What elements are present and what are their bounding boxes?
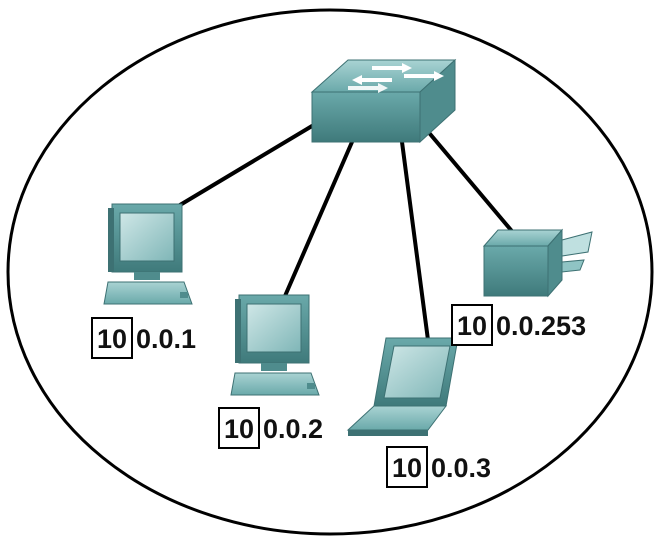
- desktop-computer-icon: [103, 203, 193, 305]
- printer-icon: [482, 228, 593, 298]
- host-portion: 0.0.2: [263, 414, 323, 444]
- network-boundary: [6, 8, 654, 536]
- host-portion: 0.0.253: [496, 311, 586, 341]
- ip-label-3: 10 0.0.3: [386, 446, 491, 488]
- network-portion-box: [218, 407, 260, 449]
- link-to-pc-1: [173, 124, 314, 210]
- network-portion: 10: [392, 453, 422, 483]
- network-portion: 10: [97, 324, 127, 354]
- link-to-laptop: [400, 140, 430, 342]
- ip-label-4: 10 0.0.253: [451, 304, 586, 346]
- host-portion: 0.0.1: [136, 324, 196, 354]
- laptop-icon: [346, 337, 459, 436]
- network-portion-box: [91, 317, 133, 359]
- network-portion-box: [386, 446, 428, 488]
- ip-label-1: 10 0.0.1: [91, 317, 196, 359]
- desktop-computer-icon: [230, 294, 320, 396]
- link-to-pc-2: [283, 140, 354, 298]
- network-portion-box: [451, 304, 493, 346]
- network-switch-icon: [310, 58, 457, 144]
- network-portion: 10: [457, 311, 487, 341]
- ip-label-2: 10 0.0.2: [218, 407, 323, 449]
- links: [173, 124, 518, 342]
- network-portion: 10: [224, 414, 254, 444]
- host-portion: 0.0.3: [431, 453, 491, 483]
- link-to-printer: [423, 126, 518, 238]
